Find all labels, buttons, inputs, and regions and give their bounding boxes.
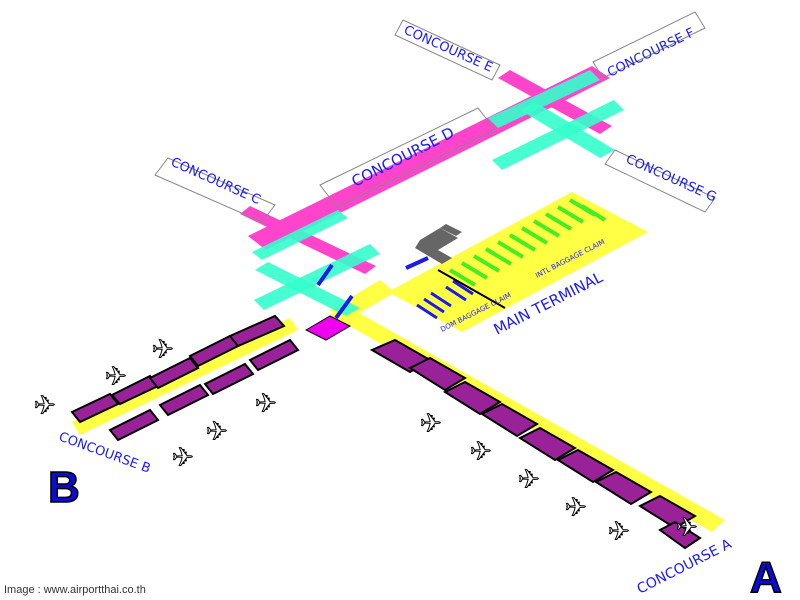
teal-block-3 (520, 102, 615, 158)
teal-block-4 (252, 210, 348, 260)
image-credit: Image : www.airportthai.co.th (4, 584, 146, 596)
concourse-c-label: CONCOURSE C (168, 155, 262, 208)
svg-text:✈: ✈ (676, 512, 698, 542)
svg-text:✈: ✈ (172, 442, 194, 472)
svg-text:✈: ✈ (518, 464, 540, 494)
teal-block-5 (254, 244, 380, 310)
svg-text:✈: ✈ (34, 390, 56, 420)
intl-baggage-belts (448, 198, 607, 287)
customs-area-top (440, 224, 462, 236)
dom-baggage-belts (416, 279, 474, 320)
teal-block-2 (492, 100, 624, 170)
link-bridge-2 (334, 294, 354, 320)
svg-text:✈: ✈ (420, 408, 442, 438)
svg-text:✈: ✈ (105, 361, 127, 391)
link-bridge (316, 263, 334, 287)
concourse-b-letter: B (48, 463, 80, 512)
svg-text:✈: ✈ (565, 492, 587, 522)
concourse-e-label: CONCOURSE E (401, 23, 495, 76)
svg-text:✈: ✈ (152, 334, 174, 364)
walkway (405, 256, 429, 270)
terminal-divider (437, 269, 506, 309)
concourse-b-gates (70, 314, 300, 442)
concourse-b-pier (72, 318, 298, 435)
svg-text:✈: ✈ (470, 436, 492, 466)
teal-block-6 (255, 262, 360, 316)
concourse-c-cross (240, 206, 376, 274)
main-terminal-building (388, 192, 648, 332)
concourse-g-label: CONCOURSE G (623, 152, 718, 205)
transfer-hub (304, 315, 352, 341)
svg-text:✈: ✈ (255, 388, 277, 418)
svg-text:✈: ✈ (608, 516, 630, 546)
concourse-a-letter: A (750, 553, 782, 600)
label-boxes (154, 11, 716, 223)
svg-text:✈: ✈ (206, 416, 228, 446)
concourse-a-gates (369, 338, 702, 550)
teal-block-1 (488, 70, 600, 128)
airplane-icons: ✈ ✈ ✈ ✈ ✈ ✈ ✈ ✈ ✈ ✈ ✈ ✈ (34, 334, 699, 547)
customs-area (415, 228, 458, 264)
